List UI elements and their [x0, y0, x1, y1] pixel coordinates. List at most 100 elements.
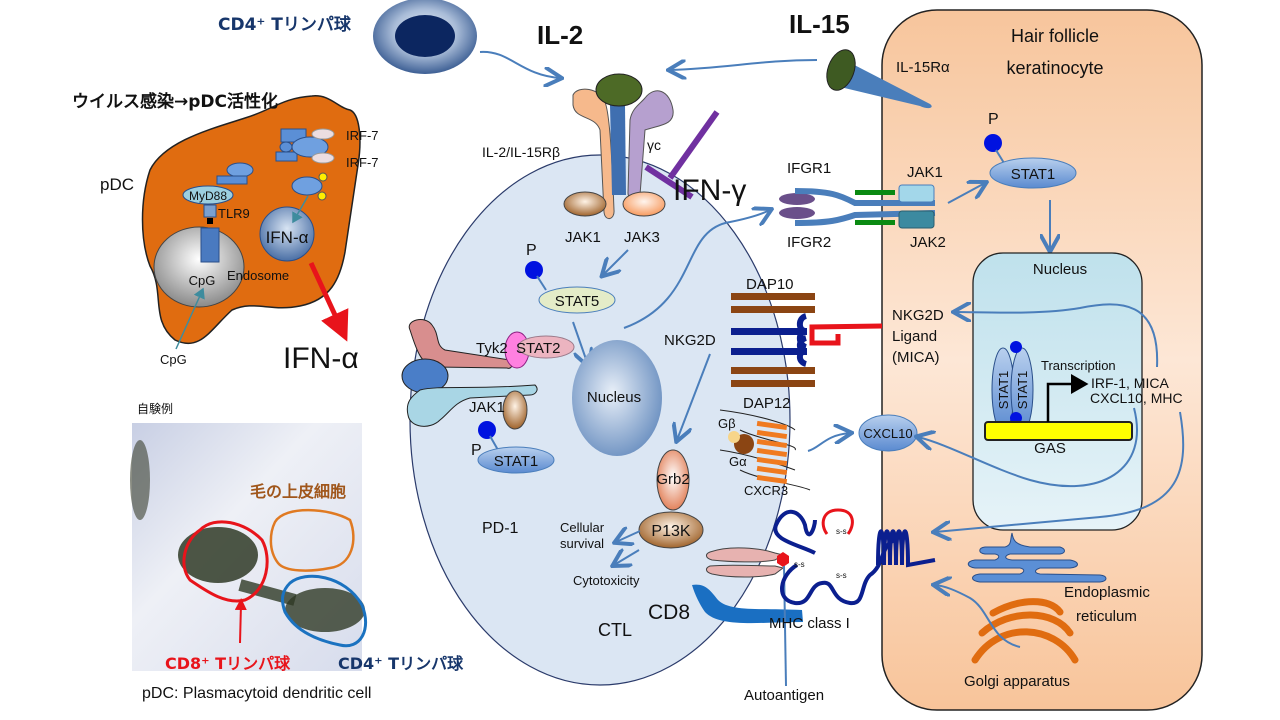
pdc-label: pDC: [100, 175, 134, 194]
tcr-lower: [706, 564, 785, 578]
photo-caption: 自験例: [137, 401, 173, 416]
p-kc-link: [995, 149, 1005, 164]
virus-title: ウイルス感染→pDC活性化: [72, 91, 278, 112]
ifgr2-ligand: [779, 207, 815, 219]
dap10-bar-2: [731, 306, 815, 313]
autoantigen-label: Autoantigen: [744, 687, 824, 704]
cd8-label: CD8: [648, 601, 690, 624]
mhc-class-i-label: MHC class I: [769, 615, 850, 632]
hair-epithelium-label: 毛の上皮細胞: [250, 482, 346, 501]
jak3-ctl-label: JAK3: [624, 229, 660, 246]
mhc-expression-arrow: [935, 411, 1185, 532]
stat1-kc: [989, 157, 1077, 189]
jak-to-stat1-arrow: [947, 183, 985, 204]
stat1-kc-label: STAT1: [1011, 166, 1055, 183]
kc-nucleus-label: Nucleus: [1033, 261, 1087, 278]
inhibition-bar: [644, 164, 694, 200]
irf7-a-label: IRF-7: [346, 128, 379, 143]
jak1-ctl-label: JAK1: [565, 229, 601, 246]
kc-nucleus: [972, 252, 1143, 531]
p-stat1-link: [489, 435, 499, 451]
transcription-label: Transcription: [1041, 358, 1116, 373]
stat1-dimer-p-top: [1010, 341, 1022, 353]
mica-ligand: [809, 323, 883, 346]
stat5: [538, 286, 616, 314]
genes-label-2: CXCL10, MHC: [1090, 390, 1183, 406]
cxcr3-helices: [756, 420, 788, 485]
ifn-alpha-release-arrow: [308, 261, 349, 342]
nkg2d-fork-2: [796, 335, 808, 367]
cd8-coreceptor: [692, 584, 803, 624]
ss-bond-3: s-s: [836, 571, 847, 580]
irf7-a-shape: [311, 128, 335, 140]
cpg-entry-arrow: [175, 287, 205, 350]
ifgr1-label: IFGR1: [787, 160, 831, 177]
jak2-kc-label: JAK2: [910, 234, 946, 251]
il15ra-label: IL-15Rα: [896, 59, 950, 76]
il2-label: IL-2: [537, 20, 583, 50]
ifgr2-tm: [855, 220, 895, 225]
cpg-inner-label: CpG: [189, 273, 216, 288]
g-beta: [728, 431, 740, 443]
tlr9-upper: [203, 204, 217, 218]
tcr-upper: [706, 547, 785, 563]
ifn-alpha-big: IFN-α: [283, 342, 359, 375]
gas-label: GAS: [1034, 440, 1066, 457]
golgi-to-er-arrow: [935, 585, 1021, 648]
adaptor-oval: [226, 162, 254, 178]
ifgr2-chain: [794, 210, 936, 226]
nkg2d-bar-1: [731, 328, 807, 335]
autoantigen-peptide: [777, 552, 789, 567]
ifgr1-tm: [855, 190, 895, 195]
ifn-alpha-vesicle-label: IFN-α: [266, 228, 309, 247]
pi3k: [638, 511, 704, 549]
stat2: [517, 335, 575, 359]
nkg2d-ligand-label-3: (MICA): [892, 349, 940, 366]
grb2: [656, 449, 690, 511]
beta2m-loop: [821, 508, 854, 535]
p-stat1-label: P: [471, 442, 482, 459]
ctl-label: CTL: [598, 620, 632, 640]
mica-expression-arrow: [955, 304, 1159, 368]
photo-dark-edge: [130, 440, 150, 520]
stat1-dimer-a-label: STAT1: [996, 371, 1011, 410]
p-kc-dot: [984, 134, 1002, 152]
ifnar2-receptor: [406, 384, 538, 427]
ss-bond-2: s-s: [794, 560, 805, 569]
dap10-label: DAP10: [746, 276, 794, 293]
cxcr3-label: CXCR3: [744, 483, 788, 498]
nkg2d-ligand-label-1: NKG2D: [892, 307, 944, 324]
cpg-outer-label: CpG: [160, 352, 187, 367]
dap12-bar-1: [731, 367, 815, 374]
pi3k-survival-arrow: [616, 531, 641, 542]
cd4-outline: [281, 574, 368, 648]
jak1-ctl: [563, 191, 607, 217]
il2-receptor-alpha-core: [610, 105, 626, 195]
il15-ligand: [826, 49, 856, 91]
p-stat5-dot: [525, 261, 543, 279]
dap12-label: DAP12: [743, 395, 791, 412]
p-stat1-dot: [478, 421, 496, 439]
nkg2d-label: NKG2D: [664, 332, 716, 349]
p-stat5-label: P: [526, 242, 537, 259]
irf7-b-label: IRF-7: [346, 155, 379, 170]
g-alpha-label: Gα: [729, 454, 747, 469]
photo-dark-cell-1: [178, 527, 258, 583]
ifgr1-chain: [794, 188, 935, 206]
phospho-dot-2: [317, 191, 327, 201]
irf7-small: [279, 141, 293, 153]
il2-ligand: [595, 73, 643, 107]
pd1-label: PD-1: [482, 520, 519, 537]
p-kc-label: P: [988, 111, 999, 128]
adaptor-block: [216, 175, 248, 185]
receptor-beta-label: IL-2/IL-15Rβ: [482, 144, 560, 160]
p-stat5-link: [536, 275, 547, 291]
il2-arrow: [479, 50, 560, 78]
ctl-nucleus: [572, 340, 662, 456]
stat1-ctl: [477, 446, 555, 474]
genes-label-1: IRF-1, MICA: [1091, 375, 1169, 391]
endosome-label: Endosome: [227, 268, 289, 283]
hair-epithelium-outline: [269, 508, 355, 572]
jak1-kc-label: JAK1: [907, 164, 943, 181]
